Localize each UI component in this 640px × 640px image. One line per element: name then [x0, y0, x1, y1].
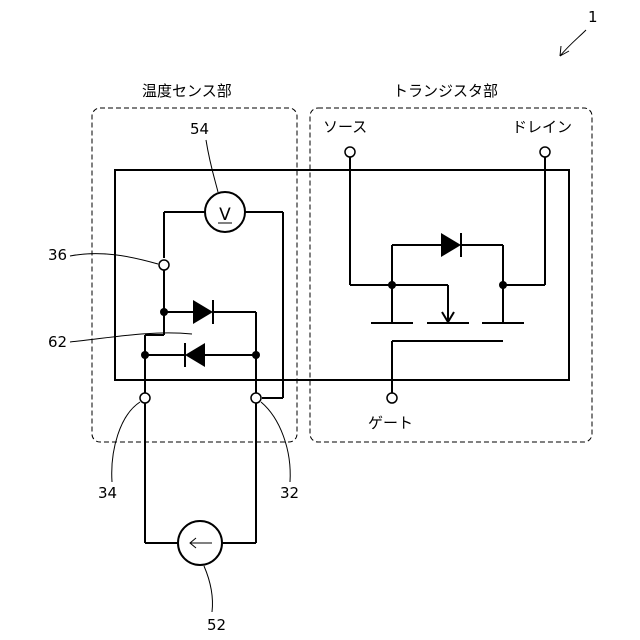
leader-54: [206, 140, 218, 192]
temperature-sensor-label: 温度センス部: [142, 82, 232, 100]
voltmeter: V: [164, 192, 283, 232]
ref-54: 54: [190, 120, 209, 138]
voltmeter-symbol: V: [219, 205, 231, 225]
drain-terminal: [540, 147, 550, 157]
ref-62: 62: [48, 333, 67, 351]
terminal-36: [159, 260, 169, 270]
leader-52: [204, 566, 213, 612]
upper-diode: [164, 300, 256, 324]
source-terminal: [345, 147, 355, 157]
leader-34: [112, 402, 140, 482]
gate-electrode: [392, 341, 503, 393]
ref-32: 32: [280, 484, 299, 502]
gate-label: ゲート: [368, 414, 413, 432]
lower-diode: [145, 343, 256, 367]
ref-34: 34: [98, 484, 117, 502]
transistor-section-box: [310, 108, 592, 442]
mosfet-channel: [371, 285, 524, 323]
terminal-34: [140, 393, 150, 403]
current-source: [178, 521, 222, 565]
transistor-label: トランジスタ部: [393, 82, 498, 100]
drain-label: ドレイン: [512, 118, 572, 136]
ref-36: 36: [48, 246, 67, 264]
drain-node: [499, 281, 507, 289]
gate-terminal: [387, 393, 397, 403]
figure-number: 1: [588, 8, 598, 26]
figure-arrow: [560, 30, 586, 56]
source-node: [388, 281, 396, 289]
leader-62: [70, 333, 192, 342]
temperature-sensor-section-box: [92, 108, 297, 442]
ref-52: 52: [207, 616, 226, 634]
source-label: ソース: [323, 118, 367, 136]
terminal-32: [251, 393, 261, 403]
chip-outline: [115, 170, 569, 380]
